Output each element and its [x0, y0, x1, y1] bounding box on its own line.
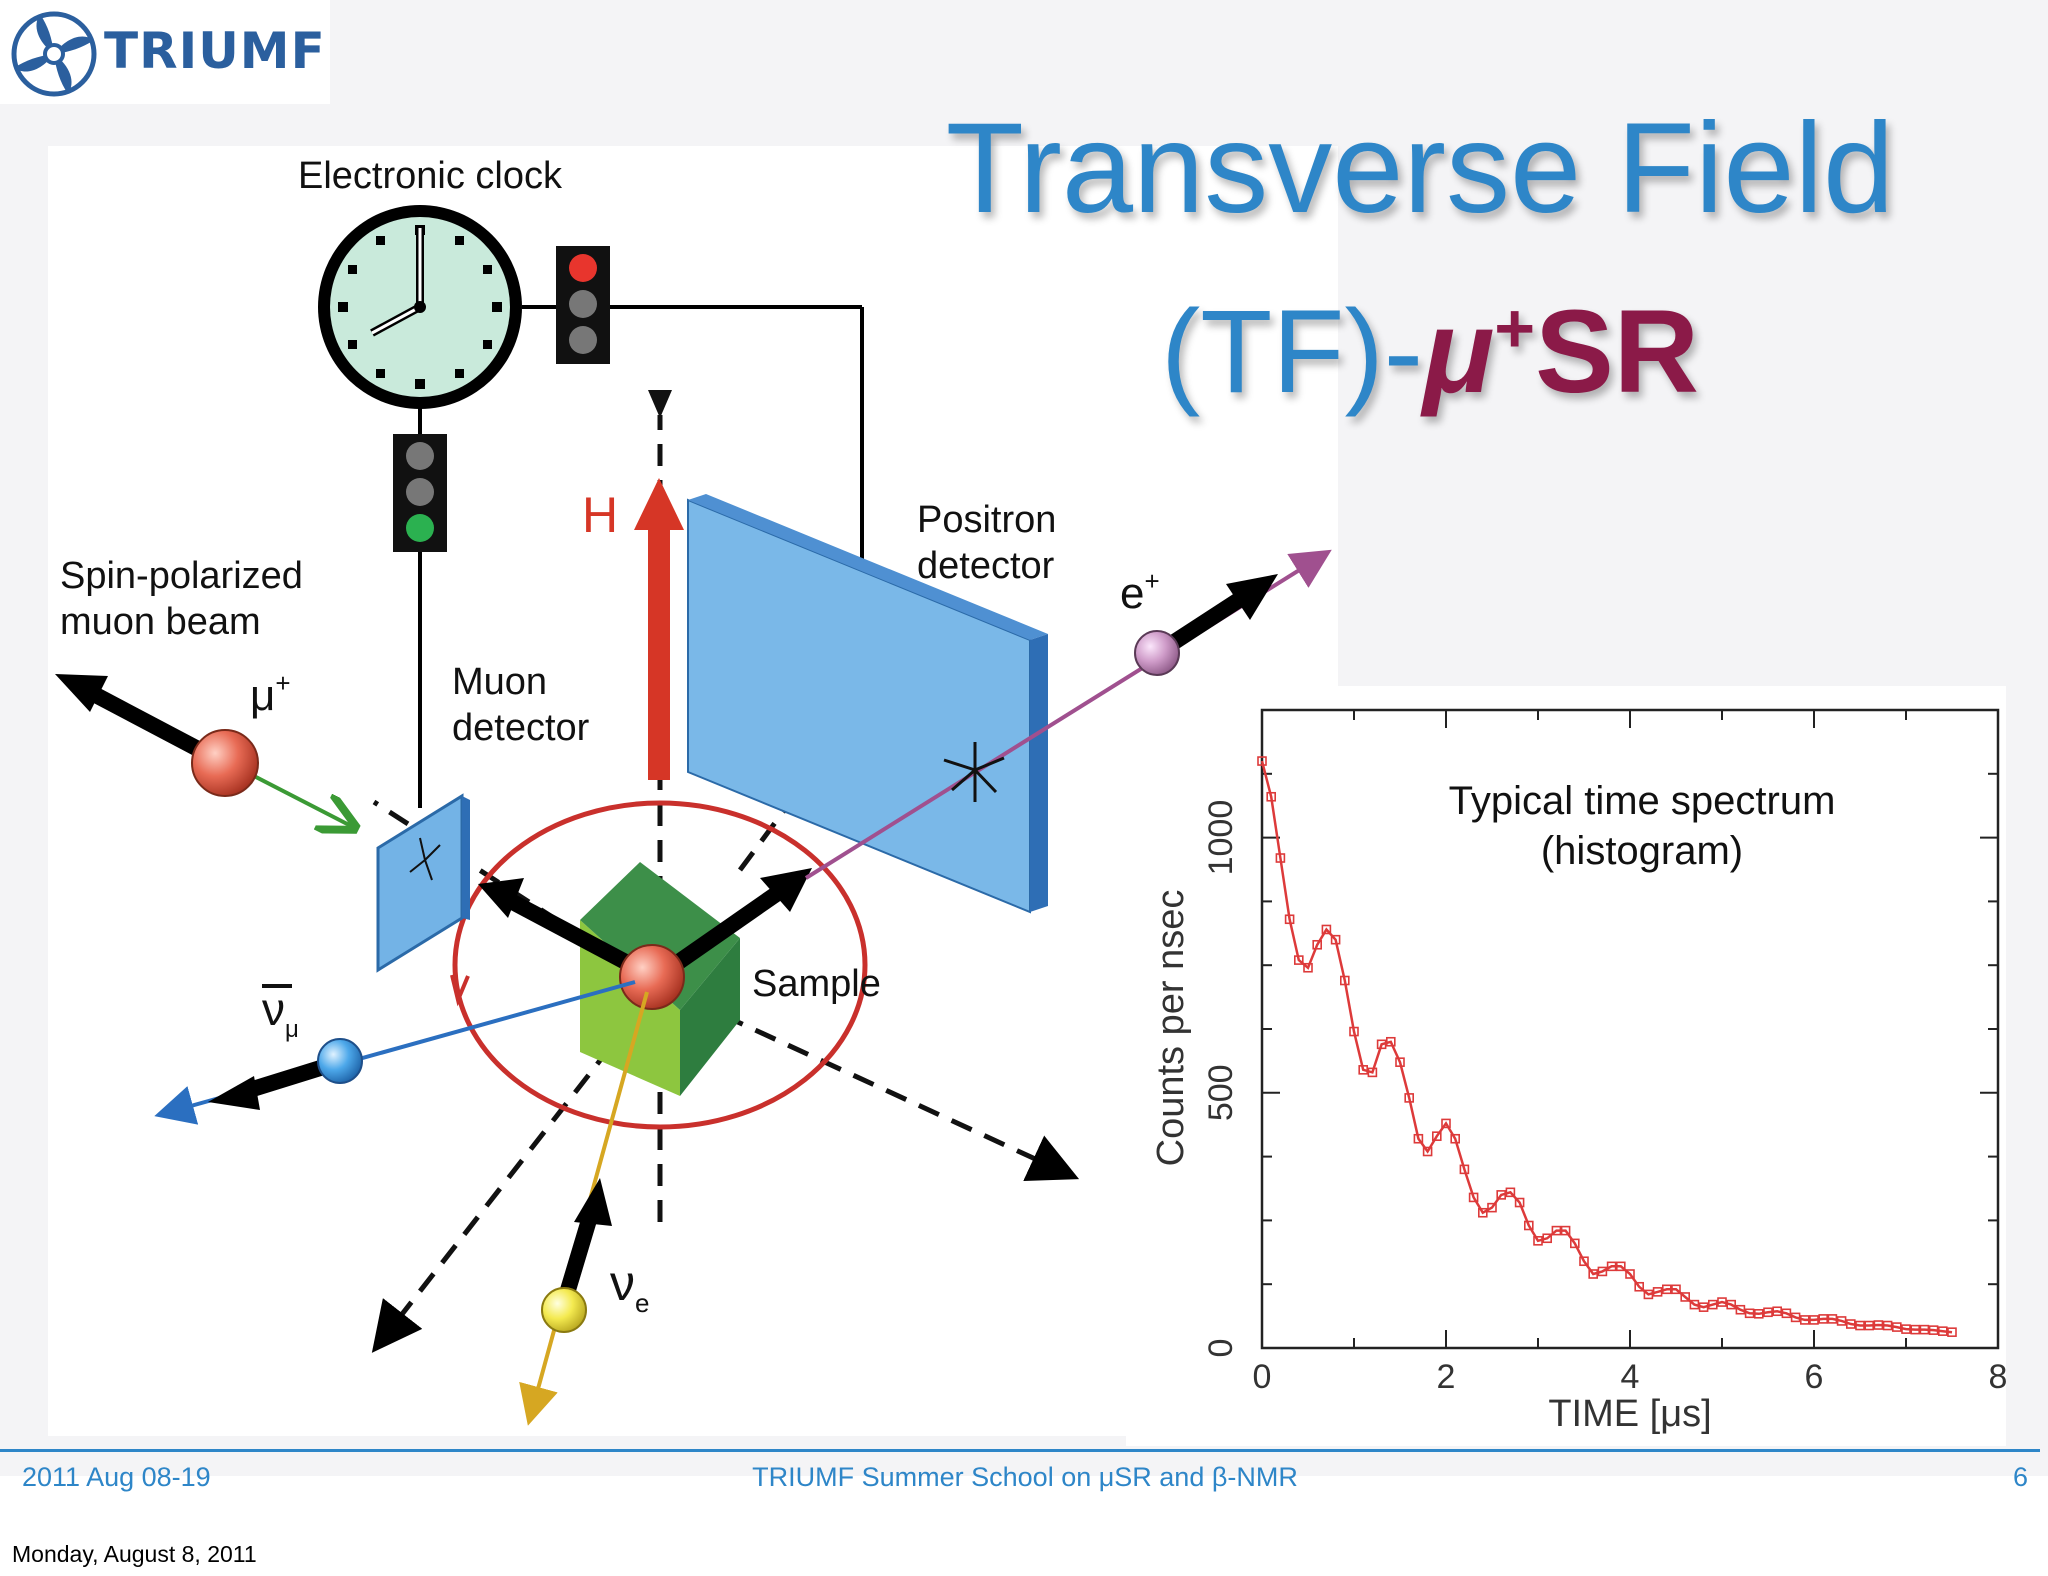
field-label: H — [582, 487, 618, 543]
field-arrow — [634, 478, 684, 780]
chart-annotation-line1: Typical time spectrum — [1448, 779, 1836, 823]
antineutrino-particle — [317, 1038, 363, 1084]
title-prefix: (TF)- — [1160, 286, 1424, 418]
muon-path — [249, 772, 355, 828]
muon-symbol: μ+ — [250, 668, 291, 720]
muon-symbol-glyph: μ — [250, 671, 275, 720]
neutrino-symbol-glyph: ν — [610, 1255, 635, 1311]
sample-label: Sample — [752, 963, 881, 1005]
title-plus: + — [1494, 289, 1536, 367]
positron-detector-label-line1: Positron — [917, 499, 1056, 541]
muon-detector-label-line1: Muon — [452, 661, 547, 703]
neutrino-symbol-sub: e — [635, 1288, 649, 1318]
footer-event: TRIUMF Summer School on μSR and β-NMR — [752, 1462, 1298, 1492]
precession-ring — [452, 800, 868, 1130]
neutrino-symbol: νe — [610, 1255, 649, 1318]
muon-detector-label: Muon detector — [452, 661, 590, 749]
muon-detector — [376, 793, 470, 973]
footer-dates: 2011 Aug 08-19 — [22, 1462, 211, 1492]
muon-particle — [191, 729, 259, 797]
positron-symbol: e+ — [1120, 566, 1160, 618]
sample-cube — [580, 862, 740, 1096]
date-label: Monday, August 8, 2011 — [12, 1541, 257, 1567]
positron-detector — [687, 494, 1048, 914]
positron-symbol-sup: + — [1144, 566, 1159, 596]
logo-text: TRIUMF — [104, 22, 326, 80]
triumf-logo-icon — [11, 11, 97, 97]
electronic-clock — [318, 205, 522, 409]
beam-label-line2: muon beam — [60, 601, 261, 643]
triumf-logo: TRIUMF — [0, 0, 330, 104]
antineutrino-symbol: νμ — [262, 983, 299, 1043]
muon-spin-arrow — [86, 684, 219, 766]
diagram-panel — [48, 146, 1338, 1436]
muon-detector-label-line2: detector — [452, 707, 590, 749]
muon-symbol-sup: + — [275, 668, 290, 698]
positron-hit-mark — [943, 742, 1005, 802]
beam-label: Spin-polarized muon beam — [60, 555, 303, 643]
neutrino-particle — [541, 1287, 587, 1333]
slide-title-line1: Transverse Field — [945, 97, 1895, 240]
tf-musr-diagram: Electronic clock Positron detector H — [55, 155, 1332, 1426]
title-mu: μ — [1423, 286, 1495, 418]
positron-particle — [1134, 630, 1180, 676]
sample-muon-particle — [619, 944, 685, 1010]
clock-label: Electronic clock — [298, 155, 563, 197]
chart-annotation-line2: (histogram) — [1540, 829, 1744, 873]
positron-detector-label: Positron detector — [917, 499, 1056, 587]
positron-symbol-glyph: e — [1120, 569, 1144, 618]
signal-wires — [418, 305, 864, 808]
beam-label-line1: Spin-polarized — [60, 555, 303, 597]
start-signal — [393, 434, 447, 552]
footer-divider — [0, 1449, 2040, 1452]
stop-signal — [556, 246, 610, 364]
title-sr: SR — [1535, 286, 1700, 418]
positron-detector-label-line2: detector — [917, 545, 1055, 587]
footer-page-number: 6 — [2012, 1462, 2028, 1492]
antineutrino-symbol-glyph: ν — [262, 983, 285, 1035]
antineutrino-symbol-sub: μ — [285, 1016, 299, 1043]
slide-title-line2: (TF)-μ+SR — [1050, 284, 1810, 420]
positron-momentum-arrow — [1160, 589, 1250, 655]
chart-annotation: Typical time spectrum (histogram) — [1392, 776, 1892, 876]
